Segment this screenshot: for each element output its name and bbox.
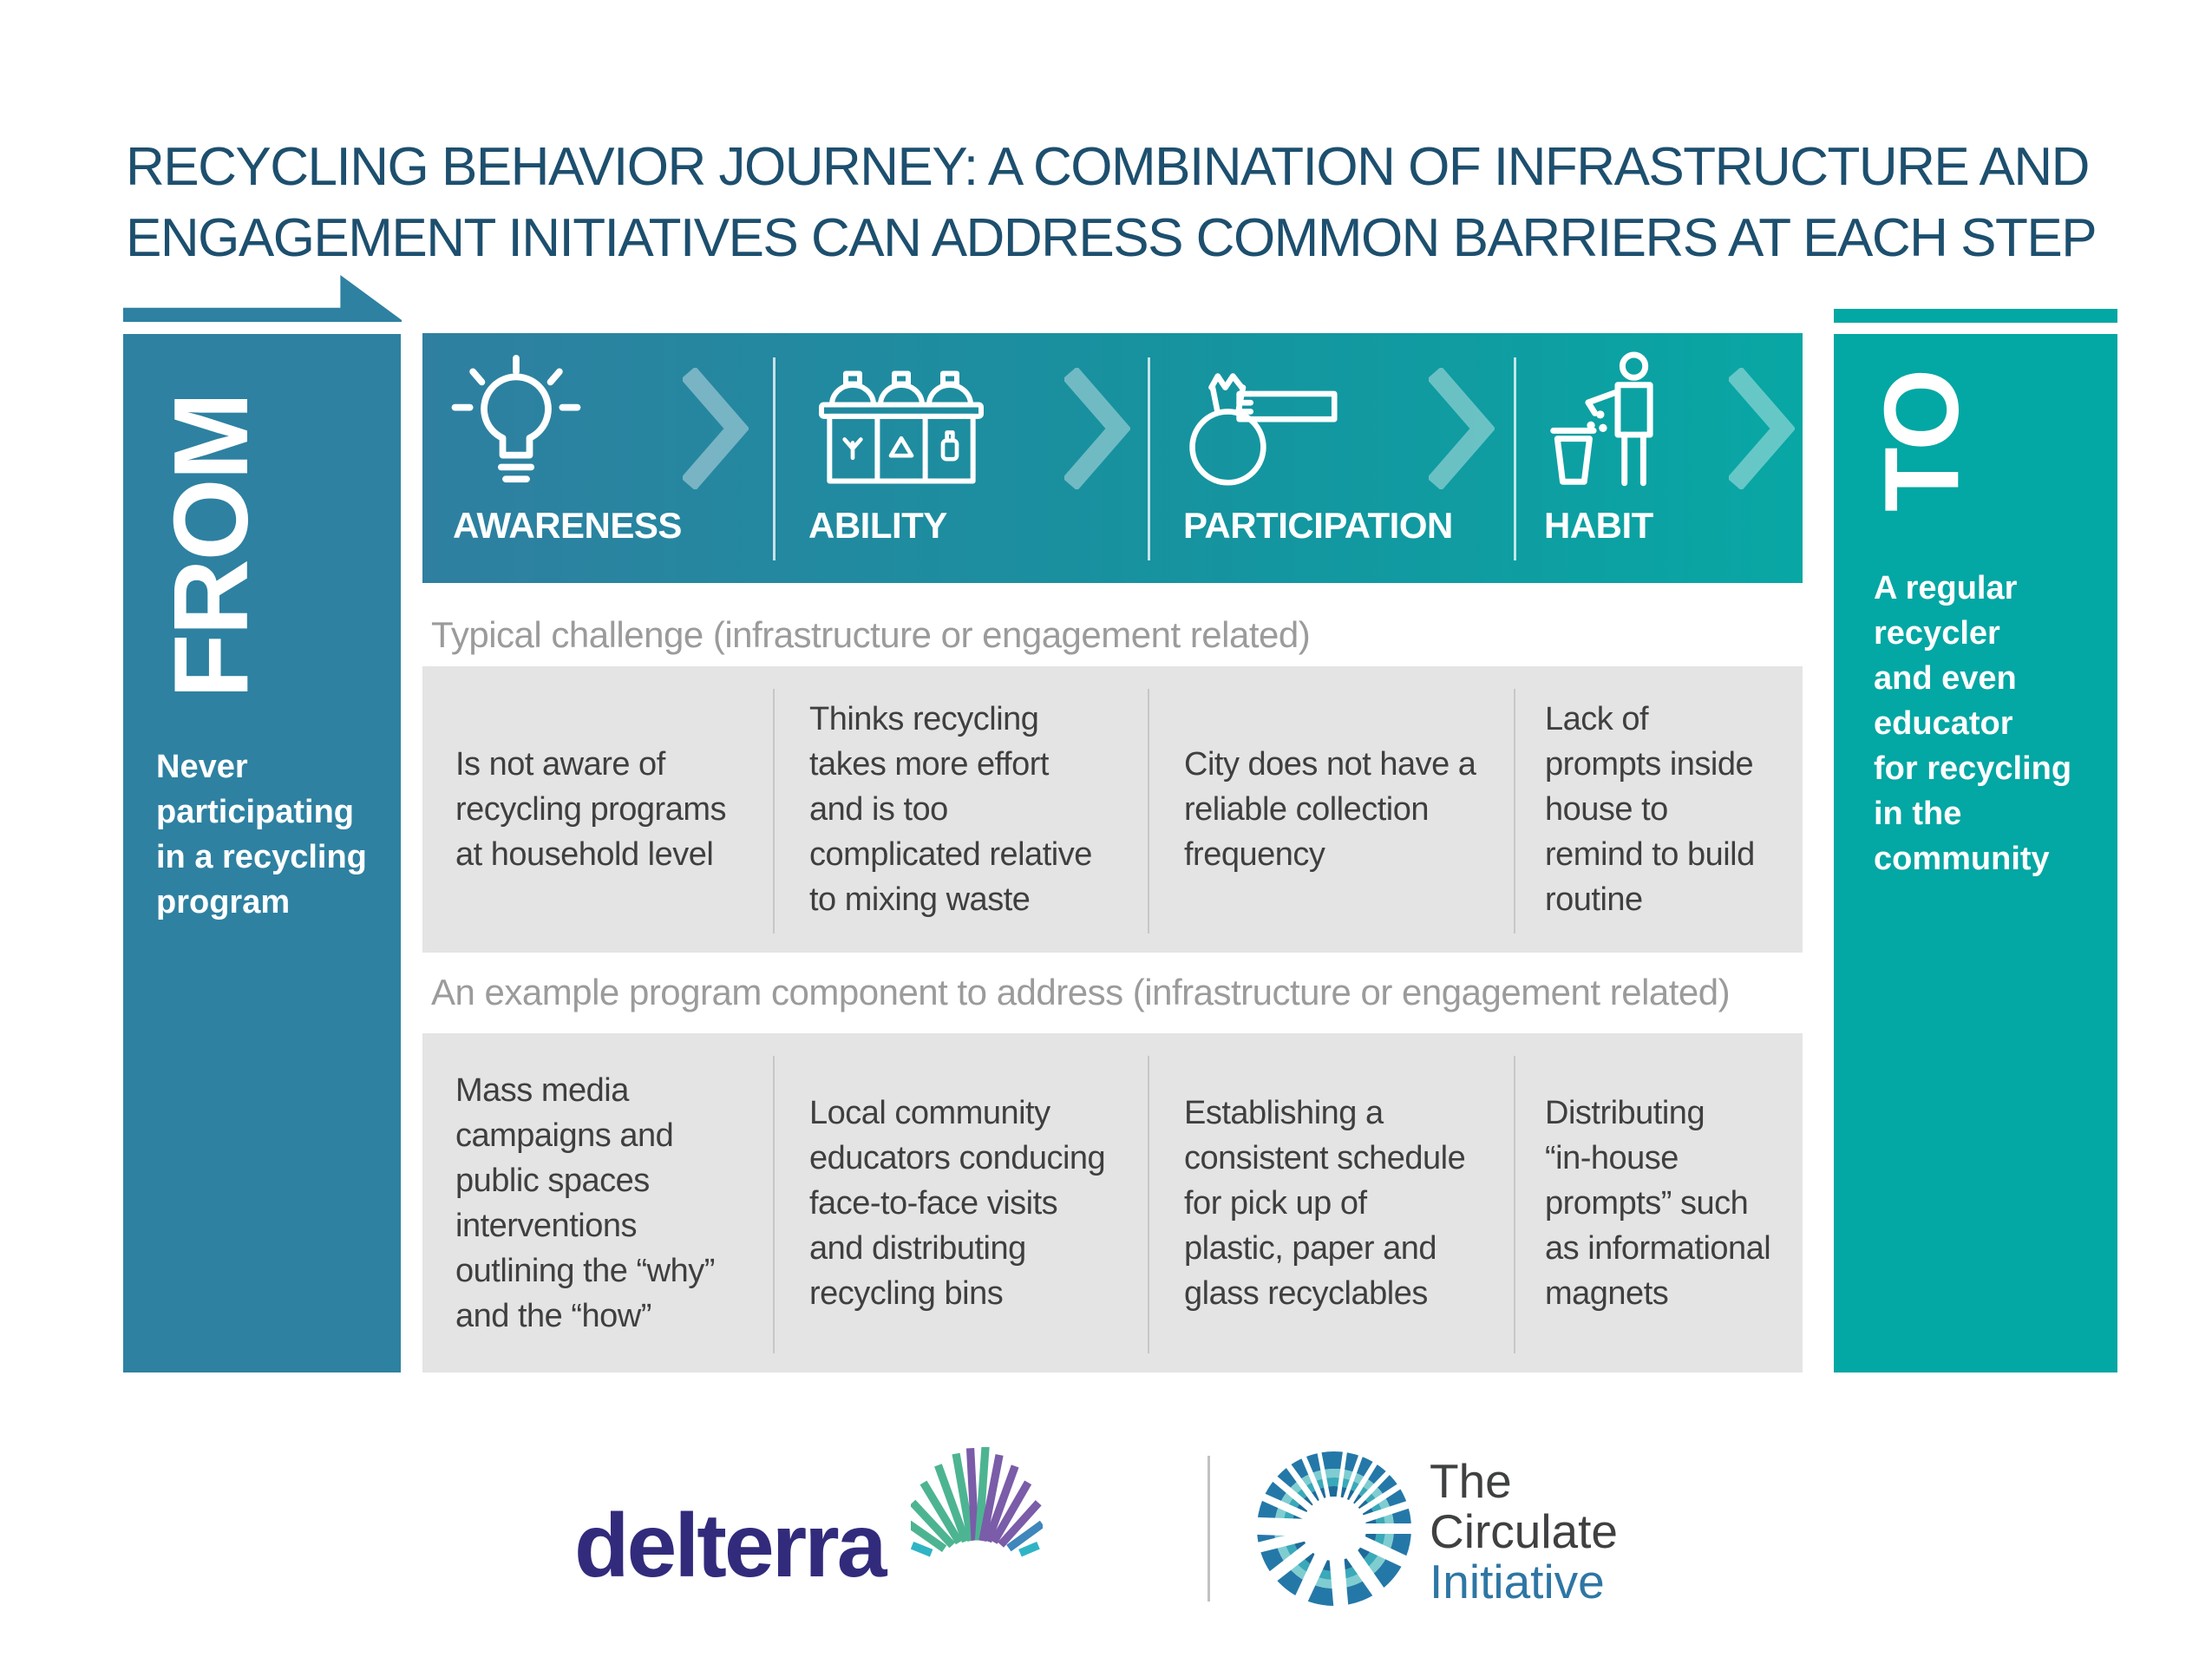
from-panel bbox=[123, 334, 401, 1372]
column-divider bbox=[773, 1056, 775, 1353]
page-title: RECYCLING BEHAVIOR JOURNEY: A COMBINATIO… bbox=[126, 132, 2097, 274]
step-label-ability: ABILITY bbox=[808, 505, 947, 546]
challenge-cell-ability: Thinks recycling takes more effort and i… bbox=[809, 701, 1092, 918]
from-label: FROM bbox=[152, 393, 270, 698]
journey-steps-band: AWARENESS bbox=[422, 333, 1803, 583]
hand-trash-bag-icon bbox=[1189, 373, 1338, 486]
page-title-line1: RECYCLING BEHAVIOR JOURNEY: A COMBINATIO… bbox=[126, 137, 2090, 197]
column-divider bbox=[1148, 1056, 1149, 1353]
programs-heading: An example program component to address … bbox=[431, 972, 1731, 1012]
step-label-awareness: AWARENESS bbox=[453, 505, 682, 546]
chevron-right-icon bbox=[1064, 368, 1130, 489]
challenge-cell-awareness: Is not aware of recycling programs at ho… bbox=[455, 746, 727, 873]
challenges-matrix: Is not aware of recycling programs at ho… bbox=[422, 666, 1803, 953]
programs-matrix: Mass media campaigns and public spaces i… bbox=[422, 1033, 1803, 1372]
program-cell-habit: Distributing “in-house prompts” such as … bbox=[1545, 1094, 1771, 1312]
delterra-mountain-icon bbox=[911, 1447, 1043, 1579]
person-disposing-icon bbox=[1550, 351, 1653, 487]
delterra-logo-wordmark: delterra bbox=[574, 1496, 887, 1596]
column-divider bbox=[773, 689, 775, 933]
program-cell-participation: Establishing a consistent schedule for p… bbox=[1184, 1094, 1466, 1312]
footer-logo-divider bbox=[1207, 1456, 1210, 1602]
chevron-right-icon bbox=[683, 368, 749, 489]
to-description: A regular recycler and even educator for… bbox=[1874, 570, 2072, 877]
chevron-right-icon bbox=[1729, 368, 1795, 489]
to-label: TO bbox=[1862, 370, 1980, 512]
challenge-cell-participation: City does not have a reliable collection… bbox=[1184, 746, 1476, 873]
circulate-wordmark-line2: Circulate bbox=[1430, 1504, 1619, 1558]
program-cell-awareness: Mass media campaigns and public spaces i… bbox=[455, 1071, 715, 1334]
circulate-wordmark-line3: Initiative bbox=[1430, 1555, 1605, 1608]
from-arrow-shape bbox=[123, 275, 402, 322]
step-label-participation: PARTICIPATION bbox=[1183, 505, 1453, 546]
from-description: Never participating in a recycling progr… bbox=[156, 749, 367, 920]
step-label-habit: HABIT bbox=[1544, 505, 1653, 546]
chevron-right-icon bbox=[1429, 368, 1495, 489]
to-top-bar bbox=[1834, 309, 2117, 323]
circulate-initiative-logo-icon bbox=[1256, 1451, 1412, 1607]
step-separator bbox=[1514, 357, 1516, 560]
step-separator bbox=[773, 357, 776, 560]
circulate-wordmark-line1: The bbox=[1430, 1454, 1512, 1508]
page-title-line2: ENGAGEMENT INITIATIVES CAN ADDRESS COMMO… bbox=[126, 208, 2097, 268]
challenges-heading: Typical challenge (infrastructure or eng… bbox=[431, 614, 1311, 655]
to-panel bbox=[1834, 334, 2117, 1372]
column-divider bbox=[1514, 689, 1515, 933]
circulate-initiative-wordmark: The Circulate Initiative bbox=[1430, 1456, 1618, 1607]
lightbulb-icon bbox=[451, 355, 581, 483]
step-separator bbox=[1148, 357, 1150, 560]
column-divider bbox=[1148, 689, 1149, 933]
column-divider bbox=[1514, 1056, 1515, 1353]
recycling-bins-icon bbox=[819, 370, 984, 484]
challenge-cell-habit: Lack of prompts inside house to remind t… bbox=[1545, 701, 1755, 918]
program-cell-ability: Local community educators conducing face… bbox=[809, 1094, 1106, 1312]
